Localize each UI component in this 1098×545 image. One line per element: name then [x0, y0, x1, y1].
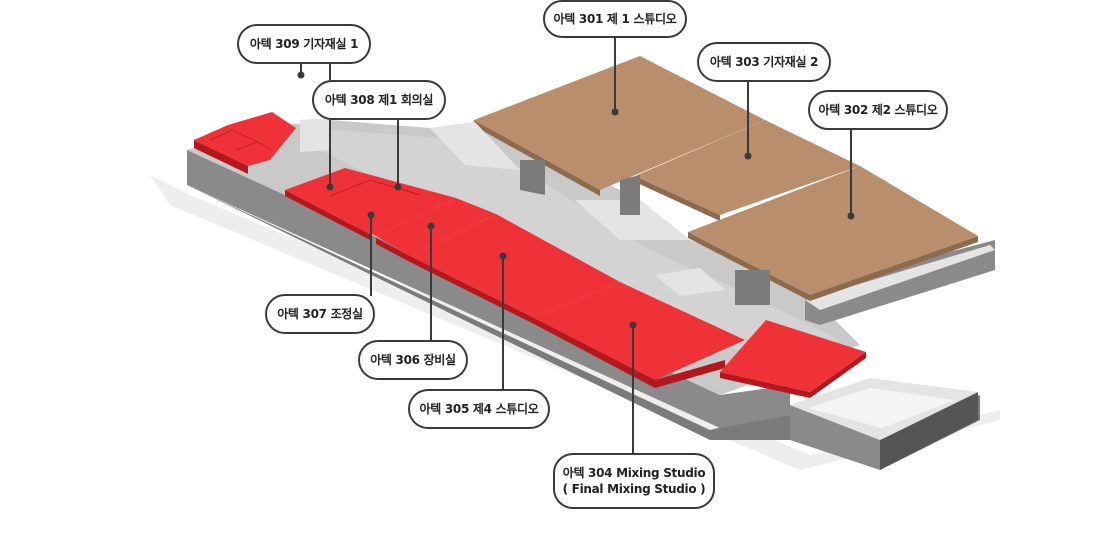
- corridor-floor: [320, 130, 840, 360]
- label-304-text: 아텍 304 Mixing Studio: [562, 466, 706, 480]
- annex-inner: [808, 388, 955, 428]
- dot-308b: [394, 183, 402, 191]
- label-307-text: 아텍 307 조정실: [277, 307, 363, 321]
- label-308-text: 아텍 308 제1 회의실: [324, 93, 434, 107]
- label-302: 아텍 302 제2 스튜디오: [808, 90, 948, 130]
- label-308: 아텍 308 제1 회의실: [312, 80, 446, 120]
- label-309: 아텍 309 기자재실 1: [237, 24, 371, 64]
- dot-302: [847, 212, 855, 220]
- internal-wall-7: [735, 270, 770, 305]
- room-301-floor: [474, 56, 765, 190]
- annex-right-wall: [880, 392, 978, 470]
- internal-wall-3: [575, 200, 690, 240]
- label-305-text: 아텍 305 제4 스튜디오: [419, 402, 539, 416]
- room-302-floor: [688, 166, 978, 295]
- label-302-text: 아텍 302 제2 스튜디오: [818, 103, 938, 117]
- room-302-side: [688, 232, 978, 301]
- room-305-floor: [410, 214, 620, 318]
- room-307-floor: [345, 198, 456, 236]
- room-309-side: [194, 140, 248, 174]
- room-303-floor: [635, 120, 860, 215]
- right-block-base: [805, 245, 995, 310]
- room-303-side: [635, 176, 720, 221]
- room-301-side: [474, 120, 600, 196]
- dot-307: [367, 211, 375, 219]
- room-304b-floor: [720, 320, 866, 392]
- annex-left-wall: [790, 405, 880, 470]
- dot-303: [744, 152, 752, 160]
- label-303: 아텍 303 기자재실 2: [697, 42, 831, 82]
- label-309-text: 아텍 309 기자재실 1: [249, 37, 359, 51]
- label-306: 아텍 306 장비실: [358, 340, 468, 380]
- room-308-side: [285, 190, 370, 240]
- dot-308: [326, 183, 334, 191]
- room-306-side: [376, 238, 410, 262]
- room-309-floor: [194, 112, 296, 166]
- internal-wall-2: [430, 122, 520, 170]
- room-308-partition: [329, 179, 421, 197]
- label-301: 아텍 301 제 1 스튜디오: [543, 0, 687, 38]
- label-305: 아텍 305 제4 스튜디오: [408, 389, 550, 429]
- label-304-subtext: ( Final Mixing Studio ): [562, 482, 706, 496]
- internal-wall-4: [655, 268, 725, 296]
- room-304-side: [534, 318, 725, 388]
- label-303-text: 아텍 303 기자재실 2: [709, 55, 819, 69]
- dot-301: [611, 108, 619, 116]
- internal-wall-1: [300, 118, 330, 152]
- internal-wall-6: [620, 175, 640, 215]
- room-306-floor: [376, 198, 496, 256]
- room-309-walls: [209, 129, 273, 151]
- label-301-text: 아텍 301 제 1 스튜디오: [553, 12, 677, 26]
- leader-dots: [297, 71, 855, 329]
- building-left-wall: [187, 150, 720, 428]
- dot-309: [297, 71, 305, 79]
- room-304-floor: [534, 282, 745, 380]
- room-304b-side: [720, 352, 866, 398]
- dot-305: [499, 252, 507, 260]
- internal-wall-5: [520, 160, 545, 195]
- building-right-lower-wall: [720, 385, 790, 428]
- label-307: 아텍 307 조정실: [265, 294, 375, 334]
- label-306-text: 아텍 306 장비실: [370, 353, 456, 367]
- dot-304: [629, 321, 637, 329]
- label-304: 아텍 304 Mixing Studio ( Final Mixing Stud…: [553, 453, 715, 509]
- dot-306: [427, 222, 435, 230]
